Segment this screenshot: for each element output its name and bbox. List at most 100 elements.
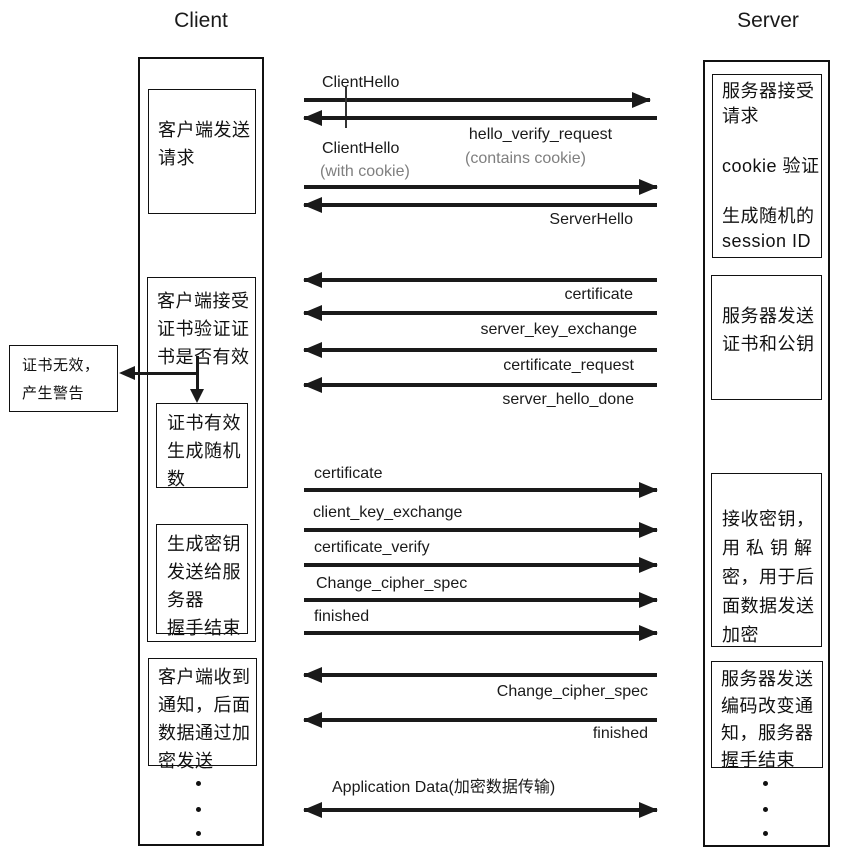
arrow-client-hello-2	[304, 179, 658, 195]
server-box-recv-key-line: 加密	[722, 625, 759, 645]
arrow-certificate-c2s	[304, 482, 658, 498]
server-box-change-cipher-line: 服务器发送	[721, 669, 814, 689]
arrowhead-left-icon	[303, 342, 322, 358]
msg-label-change-cipher-spec-s2c: Change_cipher_spec	[496, 683, 648, 700]
msg-sublabel-with-cookie: (with cookie)	[320, 163, 410, 180]
arrowhead-left-icon	[303, 110, 322, 126]
server-box-change-cipher-line: 知，服务器	[721, 723, 814, 743]
msg-label-change-cipher-spec-c2s: Change_cipher_spec	[316, 575, 468, 592]
server-box-accept-line: 请求	[722, 106, 759, 126]
client-box-gen-key-line: 务器	[167, 590, 204, 610]
server-box-send-cert-line: 服务器发送	[722, 306, 815, 326]
client-box-received-notice-line: 数据通过加	[158, 723, 251, 743]
server-box-accept-line: 服务器接受	[722, 81, 815, 101]
client-box-received-notice-line: 通知，后面	[158, 695, 251, 715]
warning-box: 证书无效， 产生警告	[9, 345, 118, 412]
server-box-accept-line: cookie 验证	[722, 156, 820, 176]
server-box-recv-key-line: 接收密钥，	[722, 509, 815, 529]
arrowhead-right-icon	[639, 802, 658, 818]
msg-label-certificate-c2s: certificate	[314, 465, 383, 482]
msg-label-certificate-s2c: certificate	[564, 286, 633, 303]
server-ellipsis-dot	[763, 781, 768, 786]
client-ellipsis-dot	[196, 831, 201, 836]
warning-box-line: 证书无效，	[22, 357, 100, 374]
arrowhead-left-icon	[303, 272, 322, 288]
msg-label-certificate-verify: certificate_verify	[314, 539, 430, 556]
server-box-change-cipher-line: 编码改变通	[721, 696, 814, 716]
msg-label-finished-c2s: finished	[314, 608, 370, 625]
client-box-gen-key-line: 握手结束	[167, 618, 241, 638]
arrow-finished-s2c	[303, 712, 657, 728]
client-box-received-notice-line: 密发送	[158, 751, 214, 771]
cert-valid-arrowhead-icon	[190, 389, 204, 403]
client-ellipsis-dot	[196, 807, 201, 812]
arrowhead-left-icon	[303, 712, 322, 728]
arrow-client-key-exchange	[304, 522, 658, 538]
arrowhead-left-icon	[303, 667, 322, 683]
arrow-server-hello	[303, 197, 657, 213]
msg-label-server-hello: ServerHello	[549, 211, 633, 228]
client-box-cert-valid-line: 数	[167, 469, 186, 489]
arrow-change-cipher-spec-c2s	[304, 592, 658, 608]
arrowhead-left-icon	[303, 305, 322, 321]
server-box-accept-line	[722, 129, 821, 154]
server-box-send-cert: 服务器发送 证书和公钥	[711, 275, 822, 400]
arrowhead-right-icon	[639, 592, 658, 608]
server-box-recv-key: 接收密钥， 用 私 钥 解 密，用于后 面数据发送 加密	[711, 473, 822, 647]
arrow-change-cipher-spec-s2c	[303, 667, 657, 683]
msg-label-server-hello-done: server_hello_done	[502, 391, 634, 408]
client-box-send-request: 客户端发送 请求	[148, 89, 256, 214]
client-box-cert-valid-line: 生成随机	[167, 441, 241, 461]
server-box-change-cipher-line: 握手结束	[721, 750, 795, 770]
arrow-hello-verify-request	[303, 110, 657, 126]
server-box-accept-line: 生成随机的	[722, 206, 815, 226]
server-ellipsis-dot	[763, 831, 768, 836]
server-box-recv-key-line: 面数据发送	[722, 596, 815, 616]
arrowhead-left-icon	[303, 802, 322, 818]
client-box-send-request-line: 请求	[158, 148, 195, 168]
server-box-change-cipher: 服务器发送 编码改变通 知，服务器 握手结束	[711, 661, 823, 770]
warning-box-line: 产生警告	[22, 385, 85, 402]
server-box-recv-key-line: 密，用于后	[722, 567, 815, 587]
arrowhead-left-icon	[303, 197, 322, 213]
msg-sublabel-contains-cookie: (contains cookie)	[465, 150, 586, 167]
client-box-received-notice-line: 客户端收到	[158, 667, 251, 687]
server-box-recv-key-line: 用 私 钥 解	[722, 538, 813, 558]
arrow-server-key-exchange	[303, 305, 657, 321]
arrowhead-right-icon	[632, 92, 651, 108]
arrow-client-hello-1	[304, 92, 651, 108]
client-title: Client	[174, 9, 228, 32]
arrowhead-right-icon	[639, 557, 658, 573]
arrowhead-right-icon	[639, 179, 658, 195]
client-box-cert-valid-line: 证书有效	[167, 413, 241, 433]
server-ellipsis-dot	[763, 807, 768, 812]
arrow-finished-c2s	[304, 625, 658, 641]
arrow-certificate-verify	[304, 557, 658, 573]
arrow-server-hello-done	[303, 377, 657, 393]
client-box-accept-cert-line: 客户端接受	[157, 291, 250, 311]
client-box-received-notice: 客户端收到 通知，后面 数据通过加 密发送	[148, 658, 257, 771]
client-ellipsis-dot	[196, 781, 201, 786]
arrow-certificate-s2c	[303, 272, 657, 288]
arrowhead-left-icon	[303, 377, 322, 393]
arrow-certificate-request	[303, 342, 657, 358]
client-box-gen-key-line: 发送给服	[167, 562, 241, 582]
msg-label-server-key-exchange: server_key_exchange	[480, 321, 637, 338]
msg-label-application-data: Application Data(加密数据传输)	[332, 779, 556, 796]
cert-invalid-connector-line	[132, 372, 199, 375]
client-box-gen-key-line: 生成密钥	[167, 534, 241, 554]
server-box-accept-line: session ID	[722, 231, 812, 251]
client-box-gen-key: 生成密钥 发送给服 务器 握手结束	[156, 524, 248, 638]
server-box-accept: 服务器接受 请求 cookie 验证 生成随机的 session ID	[712, 74, 822, 258]
msg-label-client-key-exchange: client_key_exchange	[313, 504, 463, 521]
retransmit-tick-mark	[345, 87, 347, 128]
arrowhead-right-icon	[639, 522, 658, 538]
msg-label-certificate-request: certificate_request	[503, 357, 634, 374]
server-box-send-cert-line: 证书和公钥	[722, 334, 815, 354]
client-box-cert-valid: 证书有效 生成随机 数	[156, 403, 248, 489]
msg-label-hello-verify-request: hello_verify_request	[468, 126, 613, 143]
client-box-accept-cert-line: 证书验证证	[157, 319, 250, 339]
msg-label-client-hello-2: ClientHello	[322, 140, 400, 157]
msg-label-client-hello-1: ClientHello	[322, 74, 400, 91]
